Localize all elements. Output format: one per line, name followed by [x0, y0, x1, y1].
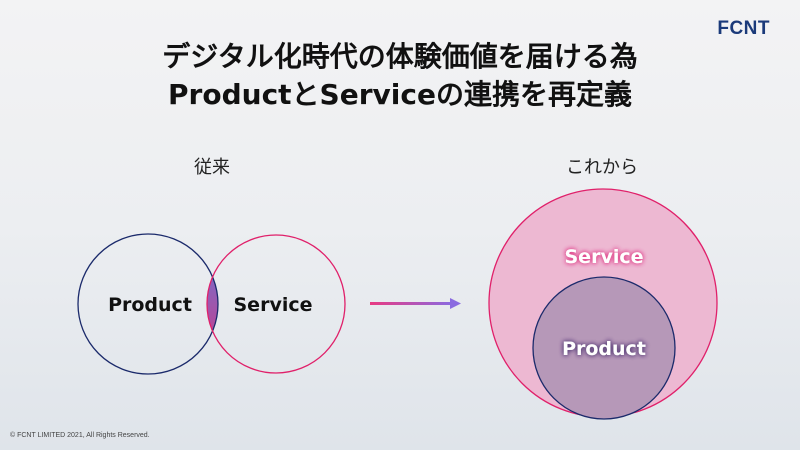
- service-circle: [206, 234, 346, 374]
- title-line-2: ProductとServiceの連携を再定義: [168, 78, 632, 111]
- before-product-label: Product: [108, 294, 192, 316]
- fcnt-logo: FCNT: [717, 18, 770, 39]
- after-service-label: Service: [565, 246, 644, 268]
- after-product-label: Product: [562, 338, 646, 360]
- after-heading: これから: [566, 157, 638, 178]
- page-title: デジタル化時代の体験価値を届ける為 ProductとServiceの連携を再定義: [0, 38, 800, 114]
- arrow-icon: [370, 298, 461, 309]
- inner-product-circle: [532, 276, 676, 420]
- title-line-1: デジタル化時代の体験価値を届ける為: [162, 40, 638, 73]
- before-heading: 従来: [194, 157, 230, 178]
- before-service-label: Service: [234, 294, 313, 316]
- product-circle: [77, 233, 219, 375]
- before-venn: Product Service: [77, 233, 346, 375]
- after-nested: Service Product: [488, 188, 718, 420]
- copyright-text: © FCNT LIMITED 2021, All Rights Reserved…: [10, 432, 150, 439]
